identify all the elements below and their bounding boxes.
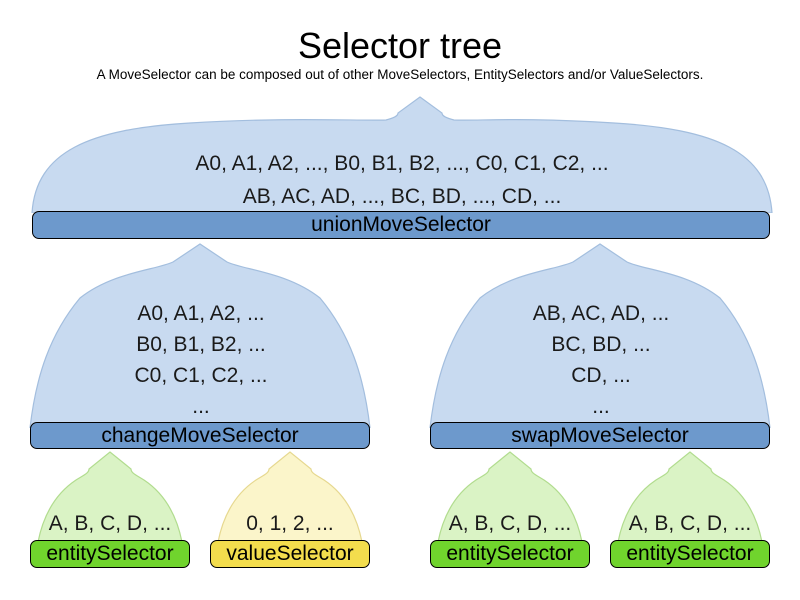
swap-items-line: AB, AC, AD, ... [532, 302, 670, 325]
change-move-selector-bar: changeMoveSelector [30, 422, 370, 449]
entity3-items-line: A, B, C, D, ... [628, 512, 752, 535]
union-move-selector-bar: unionMoveSelector [32, 211, 770, 239]
swap-items-line: BC, BD, ... [551, 333, 651, 356]
change-funnel-items: A0, A1, A2, ... B0, B1, B2, ... C0, C1, … [28, 298, 374, 422]
entity1-funnel-items: A, B, C, D, ... [30, 512, 190, 536]
value1-funnel-arrow-icon [217, 451, 363, 542]
swap-move-selector-bar: swapMoveSelector [430, 422, 770, 449]
entity3-funnel-shape [617, 451, 763, 542]
entity-selector-bar-1: entitySelector [30, 540, 190, 568]
entity-selector-bar-2: entitySelector [430, 540, 590, 568]
union-items-line: A0, A1, A2, ..., B0, B1, B2, ..., C0, C1… [195, 152, 609, 175]
entity2-funnel-arrow-icon [437, 451, 583, 542]
entity2-funnel-items: A, B, C, D, ... [430, 512, 590, 536]
entity2-items-line: A, B, C, D, ... [448, 512, 572, 535]
swap-items-line: ... [592, 395, 610, 418]
swap-items-line: CD, ... [571, 364, 631, 387]
entity1-items-line: A, B, C, D, ... [48, 512, 172, 535]
entity-selector-bar-3: entitySelector [610, 540, 770, 568]
union-funnel-items: A0, A1, A2, ..., B0, B1, B2, ..., C0, C1… [30, 147, 774, 213]
value1-items-line: 0, 1, 2, ... [246, 512, 334, 535]
page-subtitle: A MoveSelector can be composed out of ot… [96, 67, 704, 82]
change-items-line: B0, B1, B2, ... [136, 333, 266, 356]
change-items-line: ... [192, 395, 210, 418]
swap-funnel-items: AB, AC, AD, ... BC, BD, ... CD, ... ... [428, 298, 774, 422]
value1-funnel-items: 0, 1, 2, ... [210, 512, 370, 536]
change-items-line: A0, A1, A2, ... [137, 302, 265, 325]
swap-funnel-arrow-icon [429, 243, 771, 428]
union-funnel-arrow-icon [31, 96, 773, 213]
entity1-funnel-shape [37, 451, 183, 542]
union-items-line: AB, AC, AD, ..., BC, BD, ..., CD, ... [242, 185, 562, 208]
entity3-funnel-items: A, B, C, D, ... [610, 512, 770, 536]
page-title: Selector tree [297, 25, 503, 66]
entity3-funnel-arrow-icon [617, 451, 763, 542]
entity2-funnel-shape [437, 451, 583, 542]
change-funnel-shape [29, 243, 371, 428]
union-funnel-shape [31, 96, 773, 213]
value1-funnel-shape [217, 451, 363, 542]
change-items-line: C0, C1, C2, ... [134, 364, 268, 387]
entity1-funnel-arrow-icon [37, 451, 183, 542]
swap-funnel-shape [429, 243, 771, 428]
value-selector-bar: valueSelector [210, 540, 370, 568]
change-funnel-arrow-icon [29, 243, 371, 428]
